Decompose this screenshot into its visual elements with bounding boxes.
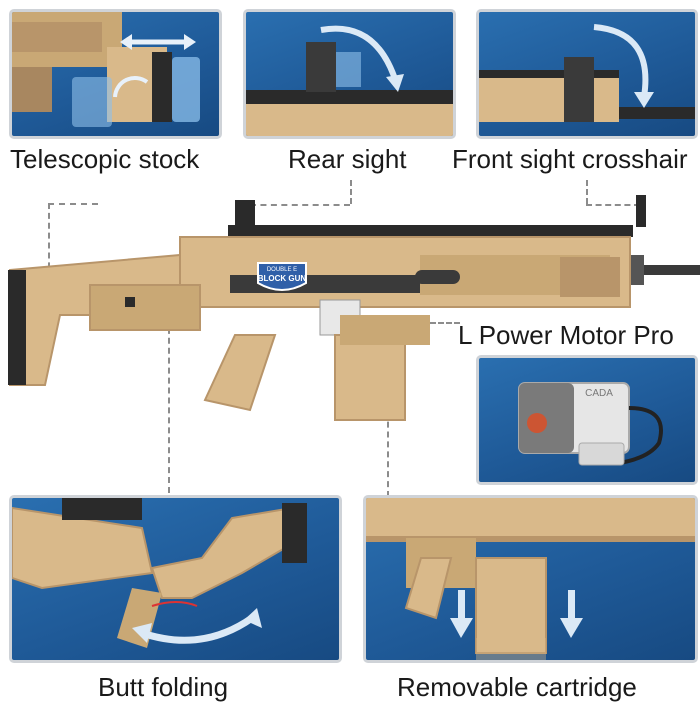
removable-cartridge-image (366, 498, 695, 660)
block-gun-badge: DOUBLE E BLOCK GUN (257, 262, 307, 291)
rear-sight-panel (243, 9, 456, 139)
motor-cable (618, 406, 663, 465)
down-arrow-icon (560, 590, 583, 638)
leader-line (387, 372, 389, 497)
butt-pad (8, 270, 26, 385)
motor-caption: L Power Motor Pro (458, 320, 674, 350)
rear-sight-image (246, 25, 453, 136)
motor-image: CADA (518, 382, 663, 466)
telescopic-stock-caption: Telescopic stock (10, 144, 200, 174)
front-sight-image (479, 24, 695, 122)
leader-line (48, 203, 98, 205)
leader-line (250, 204, 350, 206)
magazine (334, 334, 406, 421)
curved-arrow-icon (593, 24, 649, 98)
curved-arrow-icon (320, 25, 399, 83)
leader-line (586, 180, 588, 204)
leader-line (586, 204, 640, 206)
rear-sight-caption: Rear sight (288, 144, 407, 174)
motor-panel: CADA (476, 355, 698, 485)
leader-line (350, 180, 352, 204)
butt-folding-image (12, 498, 307, 648)
curved-arrow-icon (140, 615, 255, 644)
motor-label: CADA (585, 388, 613, 399)
butt-folding-caption: Butt folding (98, 672, 229, 702)
magazine (475, 557, 547, 654)
butt-folding-panel (9, 495, 342, 663)
leader-line (48, 203, 50, 298)
badge-top-text: DOUBLE E (267, 267, 297, 273)
barrel (640, 265, 700, 275)
rifle-image: DOUBLE E BLOCK GUN (8, 195, 700, 421)
removable-cartridge-panel (363, 495, 698, 663)
leader-line (168, 298, 170, 493)
front-sight-caption: Front sight crosshair (452, 144, 688, 174)
telescopic-stock-panel (9, 9, 222, 139)
badge-main-text: BLOCK GUN (258, 274, 307, 283)
front-sight-panel (476, 9, 698, 139)
pistol-grip (203, 334, 277, 412)
telescopic-stock-image (12, 12, 200, 127)
removable-cartridge-caption: Removable cartridge (397, 672, 637, 702)
top-rail (228, 225, 633, 237)
leader-line (430, 322, 460, 324)
down-arrow-icon (450, 590, 473, 638)
